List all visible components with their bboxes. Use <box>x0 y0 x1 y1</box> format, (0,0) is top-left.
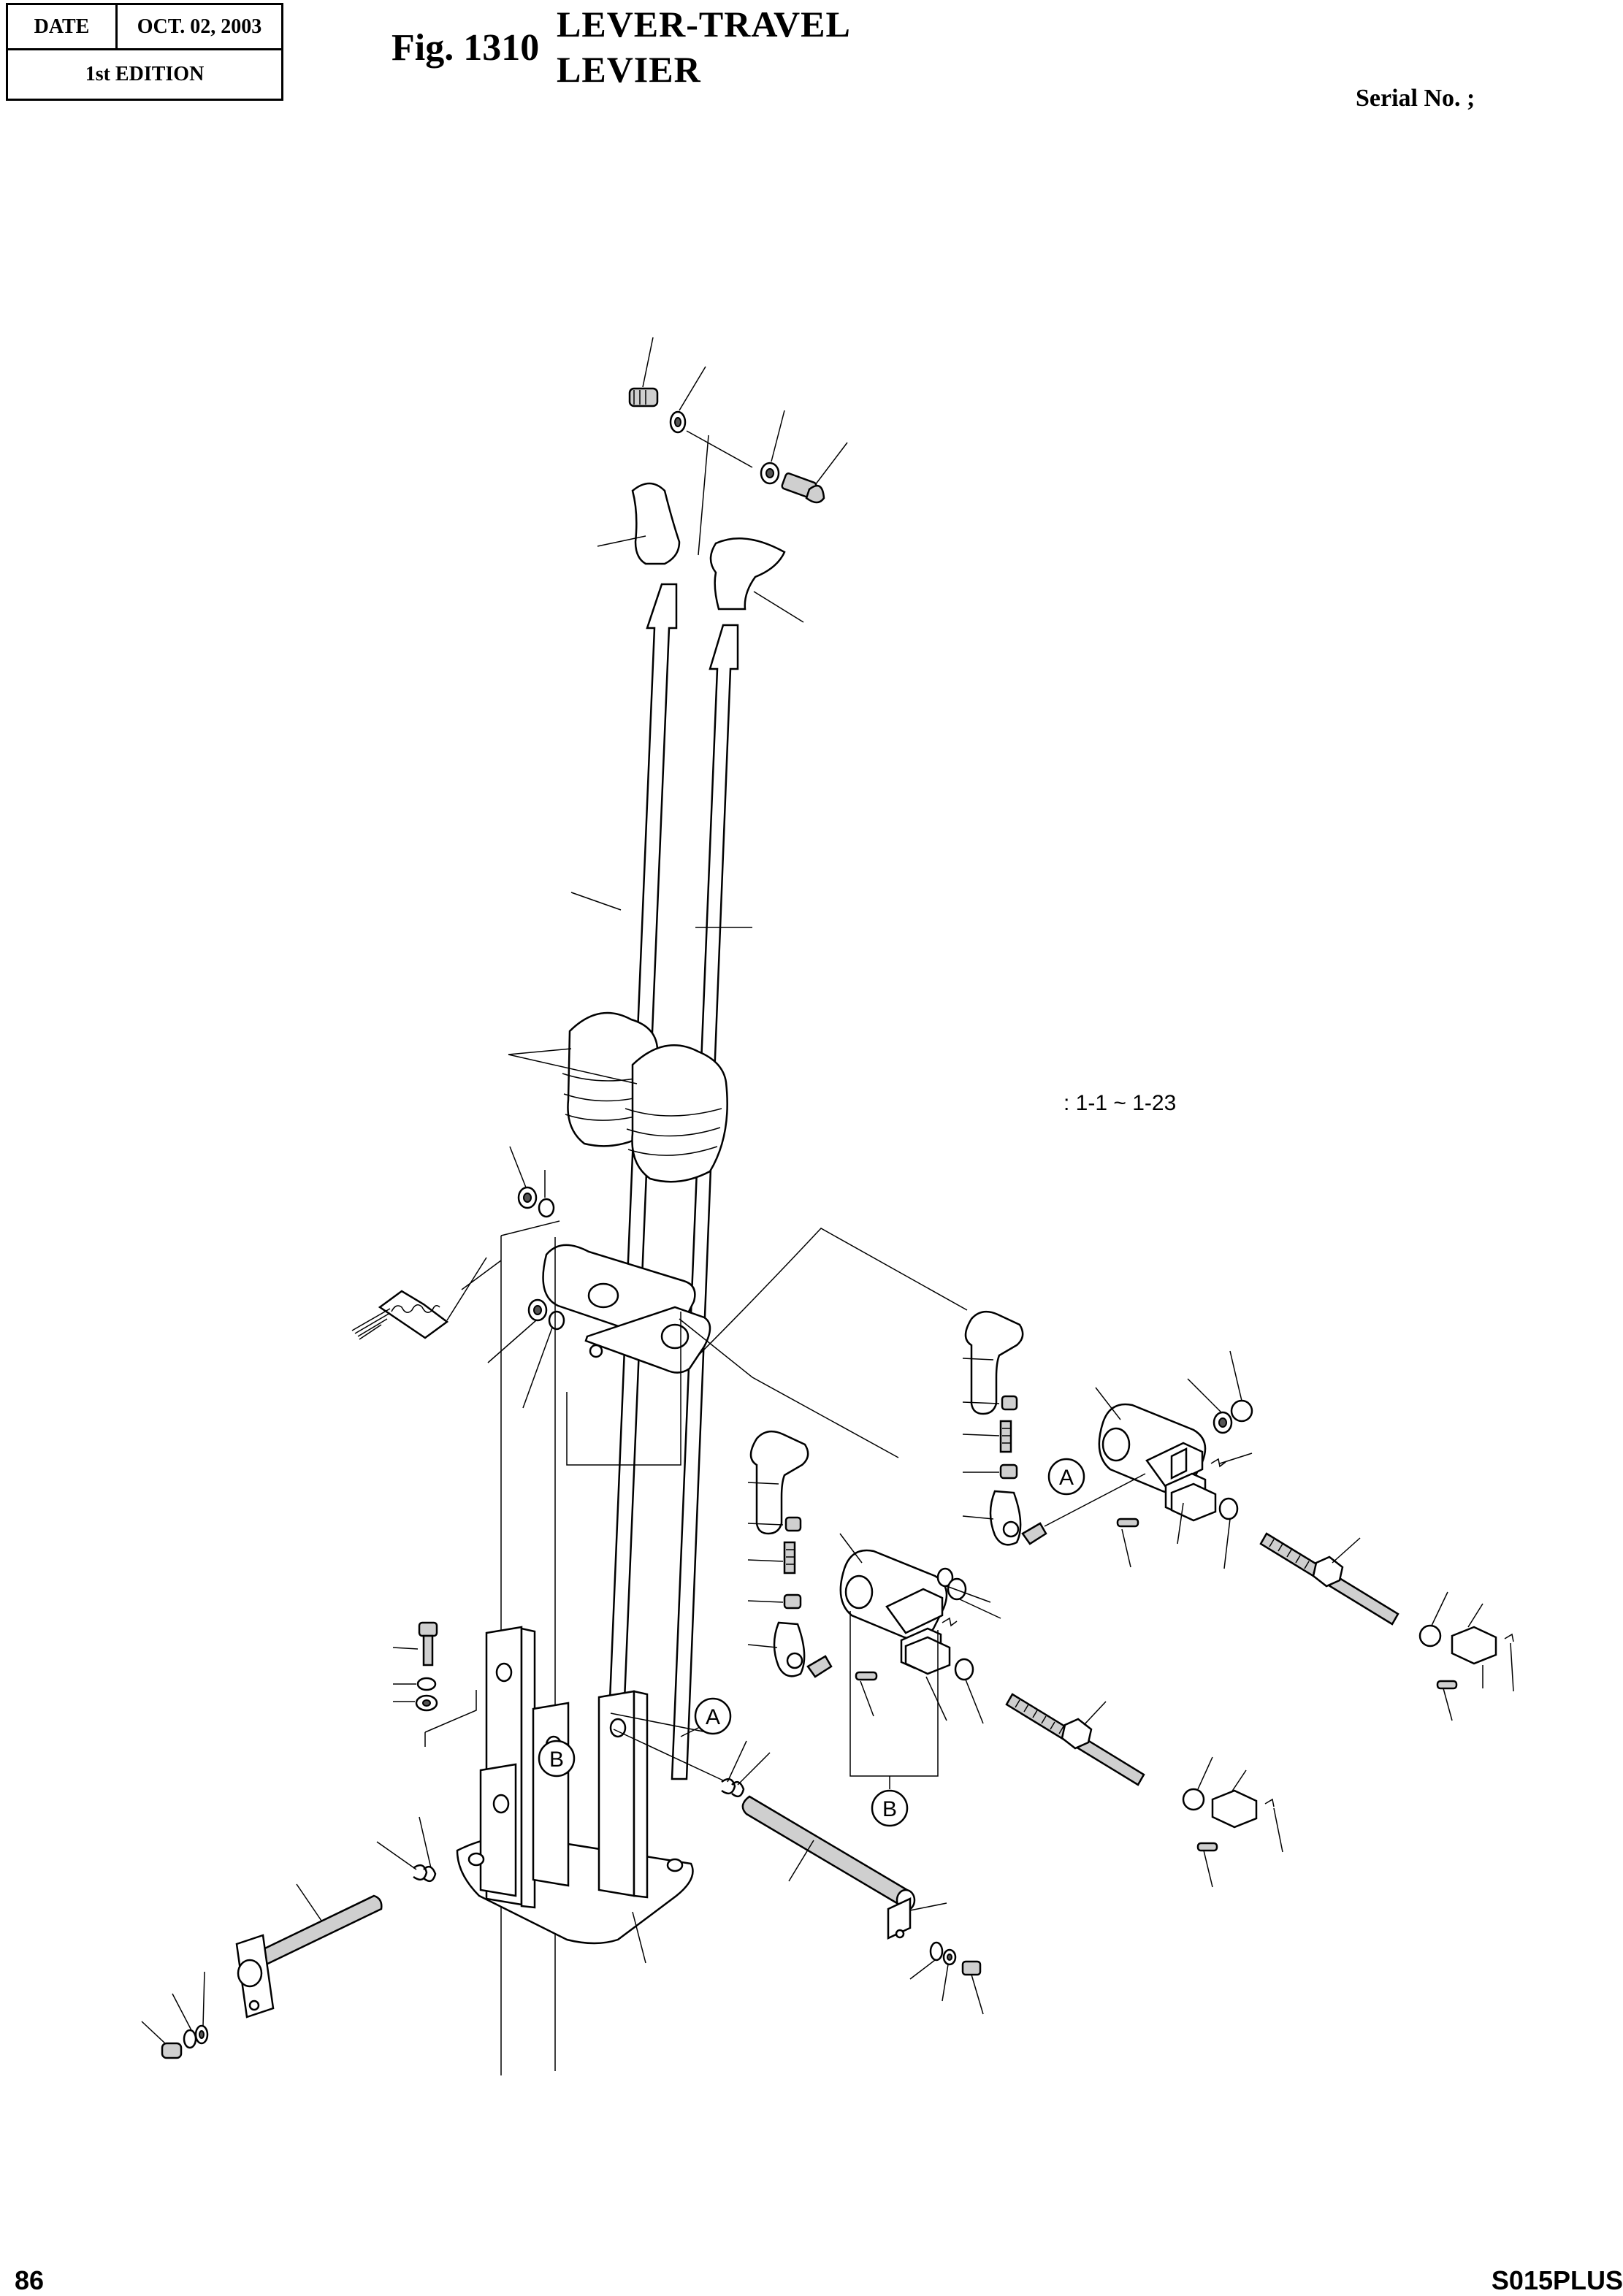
threaded-rod-lower <box>1005 1693 1145 1786</box>
figure-title-fr: LEVIER <box>557 49 701 90</box>
header-date-row: DATE OCT. 02, 2003 <box>8 5 281 50</box>
base-frame <box>456 1626 694 1964</box>
pin-right <box>721 1740 984 2015</box>
nut-pair-upper-right <box>1187 1350 1253 1434</box>
base-bolt-washers <box>392 1621 477 1747</box>
model-name: S015PLUS <box>1491 2265 1623 2295</box>
svg-text:B: B <box>882 1797 897 1821</box>
callout-a-upper: A <box>1047 1458 1085 1496</box>
figure-title-en: LEVER-TRAVEL <box>557 4 851 45</box>
top-bolt-right <box>781 442 848 504</box>
top-bolt-left <box>628 337 659 407</box>
svg-text:B: B <box>549 1748 564 1772</box>
callout-b-right: B <box>871 1789 909 1827</box>
clevis-upper-right <box>1418 1591 1514 1721</box>
date-label: DATE <box>8 5 118 48</box>
callout-a-lower: A <box>694 1697 732 1735</box>
figure-number: Fig. 1310 <box>392 27 540 69</box>
bracket-assy-upper <box>1095 1387 1207 1515</box>
svg-text:A: A <box>706 1705 720 1729</box>
clevis-upper <box>1116 1453 1253 1569</box>
lever-knob-right <box>709 537 804 623</box>
clevis-lower <box>855 1617 984 1724</box>
edition-label: 1st EDITION <box>85 63 205 85</box>
header-info-box: DATE OCT. 02, 2003 1st EDITION <box>6 3 283 101</box>
top-washer-right <box>760 410 785 485</box>
lever-knob-left <box>597 482 681 565</box>
nut-upper <box>509 1146 555 1218</box>
threaded-rod-upper <box>1259 1532 1399 1626</box>
date-value: OCT. 02, 2003 <box>137 15 262 38</box>
rod-end-upper-assy <box>962 1310 1047 1546</box>
nut-pair-lower-mid <box>936 1567 1001 1619</box>
rod-end-lower-assy <box>747 1430 833 1678</box>
top-washer-left <box>669 366 706 434</box>
pivot-block <box>542 1244 711 1374</box>
serial-number-label: Serial No. ; <box>1356 85 1475 112</box>
pin-left <box>141 1816 437 2059</box>
nut-lower <box>487 1298 565 1409</box>
lever-rod-right <box>671 624 752 1780</box>
lever-boot-right <box>625 1044 728 1183</box>
svg-text:A: A <box>1059 1466 1074 1490</box>
page-number: 86 <box>15 2265 45 2295</box>
part-range-note: : 1-1 ~ 1-23 <box>1063 1091 1177 1115</box>
callout-b-left: B <box>538 1740 576 1778</box>
spring <box>351 1257 502 1340</box>
clevis-lower-right <box>1182 1756 1283 1888</box>
